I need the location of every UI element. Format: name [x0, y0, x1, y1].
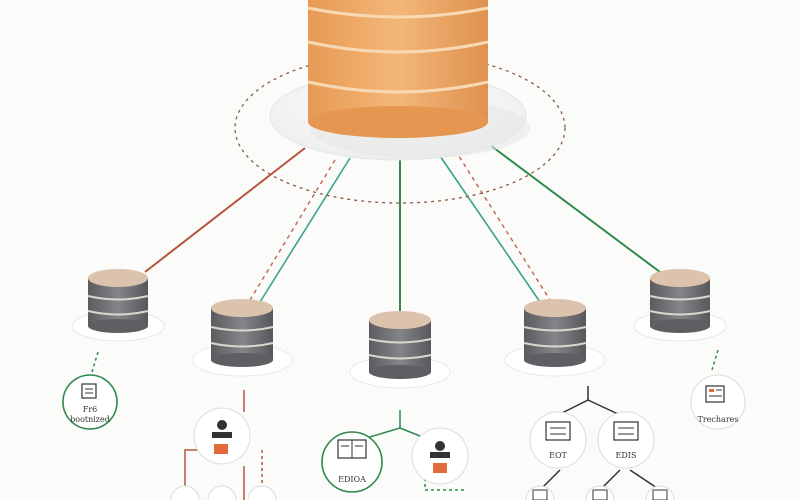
connection-lines: [144, 144, 661, 312]
database-cylinder-icon: [87, 269, 149, 333]
node-db-1[interactable]: [71, 269, 165, 342]
link-main-db2-dashed: [249, 159, 336, 301]
client-a-label-2: bootnized: [70, 415, 110, 424]
document-icon: [81, 383, 97, 399]
client-eot-label: EOT: [549, 451, 567, 460]
database-cylinder-icon: [368, 311, 432, 379]
client-edioa-label: EDIOA: [338, 475, 366, 484]
database-cylinder-icon: [523, 299, 587, 367]
link-main-db5: [489, 144, 661, 273]
node-db-5[interactable]: [633, 269, 727, 342]
client-edis-label: EDIS: [616, 451, 637, 460]
client-node-e[interactable]: EOT: [529, 411, 587, 469]
central-database[interactable]: [269, 0, 530, 161]
client-node-f[interactable]: EDIS: [597, 411, 655, 469]
client-node-a[interactable]: Fr6 bootnized: [62, 374, 118, 430]
client-node-b[interactable]: [193, 407, 251, 465]
client-node-d[interactable]: [411, 427, 469, 485]
client-trechares-label: Trechares: [698, 415, 739, 424]
orbit-ring: [234, 52, 566, 204]
client-node-c[interactable]: EDIOA: [321, 431, 383, 493]
database-cylinder-icon: [525, 485, 555, 500]
client-node-g[interactable]: Trechares: [690, 374, 746, 430]
server-rack-icon: [613, 421, 639, 441]
database-cylinder-icon: [645, 485, 675, 500]
node-db-4[interactable]: [504, 299, 606, 377]
client-a-label-1: Fr6: [83, 405, 97, 414]
node-db-3[interactable]: [349, 311, 451, 389]
bottom-partial-nodes: [170, 485, 675, 500]
link-main-db4: [439, 155, 541, 303]
database-cylinder-icon: [210, 299, 274, 367]
database-cylinder-icon: [307, 0, 489, 138]
link-main-db4-dashed: [454, 149, 551, 301]
book-icon: [337, 439, 367, 459]
server-rack-icon: [545, 421, 571, 441]
user-terminal-icon: [430, 441, 450, 473]
database-cylinder-icon: [649, 269, 711, 333]
link-main-db2: [259, 157, 351, 303]
user-terminal-icon: [212, 420, 232, 454]
document-stack-icon: [705, 385, 725, 403]
link-main-db1: [144, 147, 306, 273]
node-db-2[interactable]: [191, 299, 293, 377]
database-cylinder-icon: [585, 485, 615, 500]
